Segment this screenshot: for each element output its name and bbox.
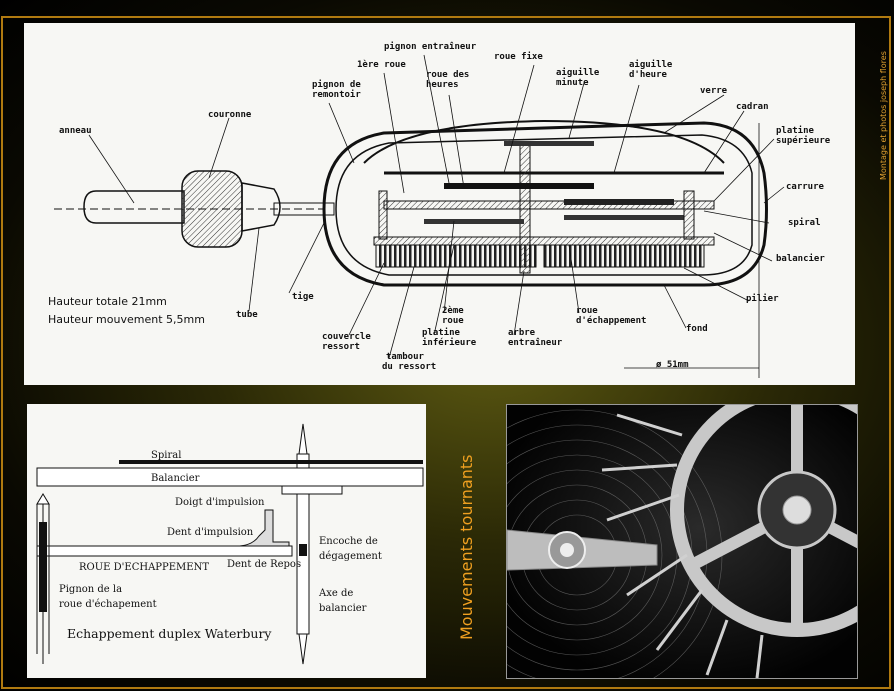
barrel-tambour [375,244,537,268]
watch-cross-section-diagram: anneau couronne pignon de remontoir 1ère… [48,41,831,378]
label-deuxieme-roue-1: 2ème [442,305,464,316]
svg-text:Mouvements tournants: Mouvements tournants [457,454,476,640]
label-pignon-remontoir-1: pignon de [312,79,361,90]
label-pignon-entraineur: pignon entraîneur [384,41,477,52]
spiral-bar [119,460,423,464]
center-arbor [519,142,531,274]
label-roue-echap-1: roue [576,306,598,316]
label-spiral: Spiral [151,450,181,461]
label-platine-inf-2: inférieure [422,337,477,348]
label-platine-sup-1: platine [776,125,815,136]
label-arbre-1: arbre [508,328,536,338]
label-roue-heures-2: heures [426,80,459,90]
escape-wheel-photo [670,405,857,637]
label-verre: verre [700,86,728,96]
ring-anneau [83,190,185,224]
label-couronne: couronne [208,110,252,120]
label-tube: tube [236,310,258,320]
label-anneau: anneau [59,126,92,136]
credit-text: Montage et photos joseph flores [879,51,888,180]
label-pignon-2: roue d'échapement [59,599,157,610]
label-tambour-2: du ressort [382,362,436,372]
label-doigt: Doigt d'impulsion [175,497,265,508]
label-aiguille-minute-2: minute [556,77,589,88]
label-platine-sup-2: supérieure [776,135,831,146]
label-tambour-1: tambour [386,352,425,362]
case-outline [322,121,768,287]
label-arbre-2: entraîneur [508,338,563,348]
crown-tube [241,182,281,232]
duplex-escapement-panel: Spiral Balancier Doigt d'impulsion Dent … [27,404,426,678]
crystal-verre [363,119,725,164]
label-pilier: pilier [746,293,779,304]
label-roue-echap-2: d'échappement [576,315,646,326]
label-hauteur-mouvement: Hauteur mouvement 5,5mm [48,313,205,326]
label-platine-inf-1: platine [422,327,461,338]
bottom-diagram-title: Echappement duplex Waterbury [67,626,272,641]
balance-bar [36,467,424,487]
label-roue-fixe: roue fixe [494,51,543,62]
label-carrure: carrure [786,182,825,192]
escapement-photo-illustration [507,405,857,678]
label-balancier: balancier [776,253,825,264]
label-pignon-remontoir-2: remontoir [312,89,361,100]
svg-text:Montage et photos joseph flore: Montage et photos joseph flores [879,51,888,180]
label-fond: fond [686,324,708,334]
label-balancier: Balancier [151,473,200,484]
label-couvercle-1: couvercle [322,332,371,342]
escapement-photo [506,404,858,679]
side-title: Mouvements tournants [457,454,476,640]
label-hauteur-totale: Hauteur totale 21mm [48,295,167,308]
label-tige: tige [292,291,314,302]
outer-frame [1,16,891,689]
label-aiguille-heure-2: d'heure [629,70,668,80]
label-premiere-roue: 1ère roue [357,59,406,70]
label-axe-2: balancier [319,603,367,614]
label-axe-1: Axe de [318,588,353,599]
label-deuxieme-roue-2: roue [442,316,464,326]
label-encoche-1: Encoche de [319,536,378,547]
stem-tige [273,202,335,216]
label-dent-impulsion: Dent d'impulsion [167,527,254,538]
label-spiral: spiral [788,217,821,228]
label-couvercle-2: ressort [322,342,360,352]
label-roue-heures-1: roue des [426,70,469,80]
label-dent-repos: Dent de Repos [227,559,301,570]
label-cadran: cadran [736,102,769,112]
label-pignon-1: Pignon de la [59,584,122,595]
label-aiguille-heure-1: aiguille [629,59,673,70]
duplex-escapement-diagram: Spiral Balancier Doigt d'impulsion Dent … [36,423,424,665]
label-encoche-2: dégagement [319,551,382,562]
watch-cross-section-panel: anneau couronne pignon de remontoir 1ère… [24,23,855,385]
label-roue: ROUE D'ECHAPPEMENT [79,562,209,573]
lower-plate [373,236,715,246]
label-aiguille-minute-1: aiguille [556,67,600,78]
label-diametre: ø 51mm [656,360,689,370]
